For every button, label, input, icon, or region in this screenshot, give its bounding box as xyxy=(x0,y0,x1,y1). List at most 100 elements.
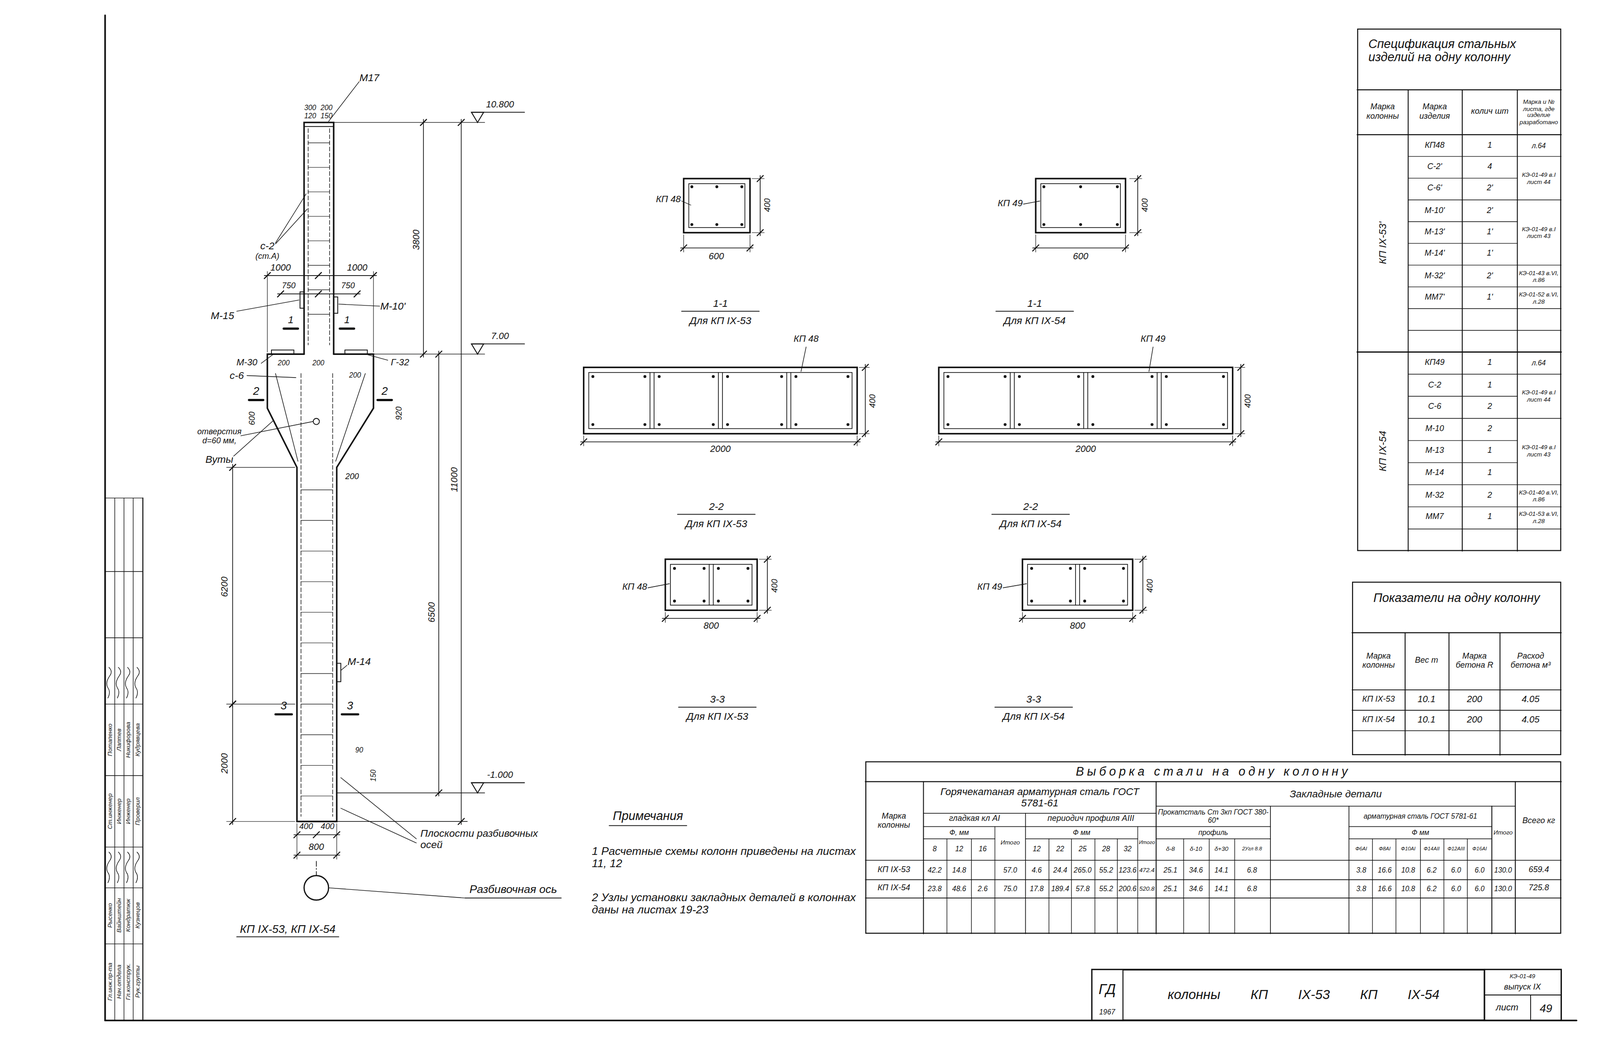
rebar-dot xyxy=(740,223,744,226)
level-mark xyxy=(471,782,484,794)
stirrup xyxy=(308,240,330,242)
rebar-dot xyxy=(1150,422,1154,426)
stamp-line xyxy=(105,775,143,776)
table-line xyxy=(1404,632,1406,756)
embedded-plate xyxy=(336,663,341,682)
extension-line xyxy=(859,433,870,434)
spec-table-cell: колич шт xyxy=(1465,107,1515,117)
rebar-cage xyxy=(1027,564,1128,606)
stirrup xyxy=(308,216,330,217)
steel-table-cell: Прокатсталь Ст 3кп ГОСТ 380-60* xyxy=(1157,808,1270,825)
rebar-cage xyxy=(786,372,788,429)
spec-table-cell: 1' xyxy=(1486,249,1493,259)
rebar-line xyxy=(332,373,333,817)
rebar-dot xyxy=(1042,223,1046,226)
steel-table-cell: Итого xyxy=(1139,839,1155,846)
signature xyxy=(116,667,121,699)
steel-table-cell: 12 xyxy=(955,844,964,853)
extension-line xyxy=(1022,612,1023,623)
table-line xyxy=(1443,838,1445,934)
stamp-line xyxy=(142,498,144,1021)
rebar-dot xyxy=(1221,375,1225,379)
steel-table-cell: 6.0 xyxy=(1451,884,1462,893)
stirrup xyxy=(308,289,330,291)
spec-table-cell: М-14' xyxy=(1424,249,1445,259)
section-label: 2000 xyxy=(710,445,731,456)
steel-table-cell: δ+30 xyxy=(1214,845,1229,853)
column-outline xyxy=(267,353,374,822)
steel-table-cell: 10.8 xyxy=(1401,866,1416,875)
rebar-dot xyxy=(1164,422,1168,426)
spec-table-cell: С-2 xyxy=(1428,381,1442,391)
rebar-dot xyxy=(1164,375,1168,379)
stamp-text: Никифорова xyxy=(125,721,132,758)
section-label: 600 xyxy=(708,252,724,262)
elevation-label: 1000 xyxy=(346,263,368,274)
table-line xyxy=(1517,506,1562,508)
table-line xyxy=(1517,155,1562,157)
steel-table-cell: 6.0 xyxy=(1474,866,1485,875)
table-line xyxy=(1048,838,1050,934)
rebar-dot xyxy=(946,422,950,426)
stirrup xyxy=(300,795,333,796)
note-text: 1 Расчетные схемы колонн приведены на ли… xyxy=(591,844,858,870)
dimension-line xyxy=(1032,247,1129,249)
rebar-cage xyxy=(688,183,746,228)
section-label: 400 xyxy=(1244,394,1254,408)
leader-line xyxy=(1023,201,1040,205)
axis-line xyxy=(315,861,317,876)
section-label: 2000 xyxy=(1075,445,1096,456)
table-line xyxy=(1352,689,1562,691)
section-label: КП 49 xyxy=(997,198,1023,209)
table-line xyxy=(1408,308,1518,309)
rebar-dot xyxy=(846,375,850,379)
rebar-dot xyxy=(740,185,744,189)
elevation-label: 150 xyxy=(320,112,333,121)
rebar-dot xyxy=(726,375,729,379)
elevation-label: 2 xyxy=(252,384,260,398)
elevation-label: Разбивочная ось xyxy=(469,882,558,895)
embedded-plate xyxy=(304,122,334,127)
signature xyxy=(106,852,112,883)
stamp-text: Инженер xyxy=(125,798,132,825)
elevation-label: Вуты xyxy=(205,453,233,466)
stamp-line xyxy=(105,571,143,572)
section-label: Для КП IX-53 xyxy=(689,315,752,327)
steel-table-cell: 14.1 xyxy=(1214,884,1229,893)
underline xyxy=(678,706,757,708)
table-line xyxy=(1408,373,1518,375)
extension-line xyxy=(1134,610,1147,611)
stamp-text: Потапенко xyxy=(106,723,114,757)
spec-table-cell: КЭ-01-53 в.VI, л.28 xyxy=(1518,510,1560,525)
table-line xyxy=(1517,308,1562,309)
column-outline xyxy=(304,122,334,354)
rebar-dot xyxy=(1115,185,1119,189)
elevation-label: М-10' xyxy=(380,300,406,312)
table-line xyxy=(865,897,1562,899)
steel-table-cell: Марка колонны xyxy=(867,812,921,831)
table-line xyxy=(1517,373,1562,375)
underline xyxy=(994,706,1073,708)
steel-table-cell: 130.0 xyxy=(1493,884,1512,893)
spec-table-cell: 2 xyxy=(1487,491,1493,501)
extension-line xyxy=(749,234,751,253)
table-line xyxy=(1514,781,1516,934)
section-label: Для КП IX-54 xyxy=(999,518,1062,530)
rebar-dot xyxy=(673,599,676,603)
extension-line xyxy=(333,121,485,123)
steel-table-cell: 2Угл 8.8 xyxy=(1241,846,1262,852)
rebar-dot xyxy=(1122,567,1125,570)
dimension-tick xyxy=(315,272,322,279)
table-line xyxy=(1156,826,1271,828)
elevation-label: 1 xyxy=(287,313,294,325)
table-line xyxy=(1467,838,1468,934)
spec-table-cell: КЭ-01-40 в.VI, л.86 xyxy=(1518,489,1560,503)
extension-line xyxy=(664,612,666,623)
table-line xyxy=(1408,177,1518,179)
stirrup xyxy=(300,734,333,735)
extension-line xyxy=(336,823,337,860)
signature xyxy=(125,852,131,883)
rebar-dot xyxy=(643,422,647,426)
spec-table-cell: 1 xyxy=(1487,469,1493,479)
elevation-label: 400 xyxy=(320,823,335,833)
